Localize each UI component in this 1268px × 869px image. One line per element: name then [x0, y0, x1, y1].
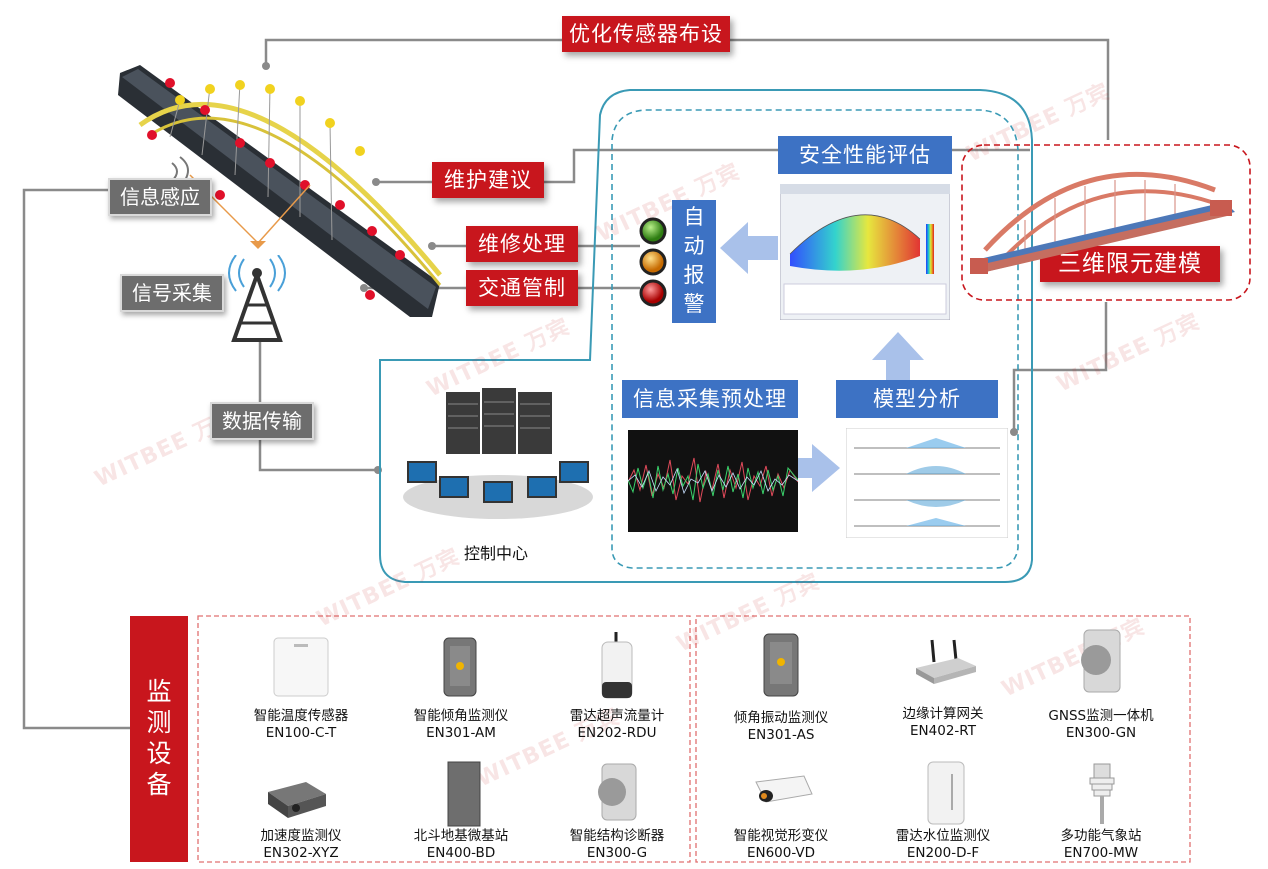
device-model: EN402-RT	[910, 723, 976, 739]
model-analysis-label: 模型分析	[836, 380, 998, 418]
control-center-servers	[403, 388, 593, 519]
device-name: 雷达水位监测仪	[895, 828, 991, 844]
device-item: 智能倾角监测仪 EN301-AM	[386, 708, 536, 742]
preprocess-label: 信息采集预处理	[622, 380, 798, 418]
device-item: 智能结构诊断器 EN300-G	[542, 828, 692, 862]
auto-alarm-char: 警	[683, 292, 705, 316]
device-model: EN400-BD	[426, 845, 496, 861]
beidou-station-icon	[447, 761, 481, 827]
optimize-sensor-label: 优化传感器布设	[562, 16, 730, 52]
safety-eval-label: 安全性能评估	[778, 136, 952, 174]
antenna-tower-icon	[228, 255, 286, 342]
device-name: 北斗地基微基站	[413, 828, 509, 844]
monitoring-char: 监	[146, 677, 172, 706]
fem-bridge-model	[970, 171, 1235, 274]
device-name: 智能倾角监测仪	[413, 708, 509, 724]
device-item: 多功能气象站 EN700-MW	[1026, 828, 1176, 862]
device-name: 智能结构诊断器	[569, 828, 665, 844]
device-name: 智能视觉形变仪	[733, 828, 829, 844]
vision-deformation-icon	[755, 775, 813, 803]
temperature-sensor-icon	[273, 637, 329, 697]
auto-alarm-char: 动	[683, 234, 705, 258]
monitoring-char: 设	[146, 739, 172, 768]
radar-water-level-icon	[927, 761, 965, 825]
tilt-vibration-icon	[763, 633, 799, 697]
auto-alarm-char: 自	[683, 205, 705, 229]
auto-alarm-label: 自 动 报 警	[672, 200, 716, 323]
bridge-image	[118, 65, 442, 317]
device-name: 雷达超声流量计	[569, 708, 665, 724]
device-model: EN200-D-F	[906, 845, 980, 861]
device-item: 倾角振动监测仪 EN301-AS	[706, 710, 856, 744]
monitoring-char: 测	[146, 708, 172, 737]
repair-label: 维修处理	[466, 226, 578, 262]
weather-station-icon	[1089, 763, 1115, 824]
device-model: EN300-G	[586, 845, 648, 861]
device-item: 雷达水位监测仪 EN200-D-F	[868, 828, 1018, 862]
device-model: EN100-C-T	[265, 725, 337, 741]
device-item: 加速度监测仪 EN302-XYZ	[226, 828, 376, 862]
device-name: 加速度监测仪	[260, 828, 342, 844]
device-model: EN301-AM	[426, 725, 496, 741]
device-item: 智能视觉形变仪 EN600-VD	[706, 828, 856, 862]
info-sensing-label: 信息感应	[108, 178, 212, 216]
device-item: 雷达超声流量计 EN202-RDU	[542, 708, 692, 742]
device-model: EN301-AS	[747, 727, 815, 743]
device-name: 多功能气象站	[1060, 828, 1142, 844]
fem-software-screenshot	[780, 184, 950, 320]
maintenance-advice-label: 维护建议	[432, 162, 544, 198]
device-name: 倾角振动监测仪	[733, 710, 829, 726]
device-model: EN700-MW	[1063, 845, 1139, 861]
structure-diagnostic-icon	[598, 763, 637, 821]
fem-modeling-label: 三维限元建模	[1040, 246, 1220, 282]
device-model: EN300-GN	[1065, 725, 1137, 741]
tilt-monitor-icon	[443, 637, 477, 697]
device-name: 边缘计算网关	[902, 706, 984, 722]
control-center-label: 控制中心	[464, 544, 529, 563]
auto-alarm-char: 报	[683, 263, 705, 287]
device-name: 智能温度传感器	[253, 708, 349, 724]
device-item: 边缘计算网关 EN402-RT	[868, 706, 1018, 740]
device-item: 北斗地基微基站 EN400-BD	[386, 828, 536, 862]
gnss-unit-icon	[1081, 629, 1121, 693]
model-analysis-diagram	[846, 428, 1008, 538]
monitoring-char: 备	[146, 770, 172, 799]
data-transmission-label: 数据传输	[210, 402, 314, 440]
monitoring-devices-label: 监 测 设 备	[130, 616, 188, 862]
alarm-lights	[639, 217, 667, 307]
device-item: 智能温度传感器 EN100-C-T	[226, 708, 376, 742]
edge-gateway-icon	[916, 639, 976, 684]
radar-flowmeter-icon	[601, 632, 633, 699]
device-model: EN302-XYZ	[263, 845, 339, 861]
device-item: GNSS监测一体机 EN300-GN	[1026, 708, 1176, 742]
traffic-control-label: 交通管制	[466, 270, 578, 306]
device-name: GNSS监测一体机	[1048, 708, 1154, 724]
signal-waveform	[628, 430, 798, 532]
device-model: EN202-RDU	[577, 725, 657, 741]
device-model: EN600-VD	[746, 845, 816, 861]
accelerometer-icon	[268, 782, 326, 818]
signal-collect-label: 信号采集	[120, 274, 224, 312]
